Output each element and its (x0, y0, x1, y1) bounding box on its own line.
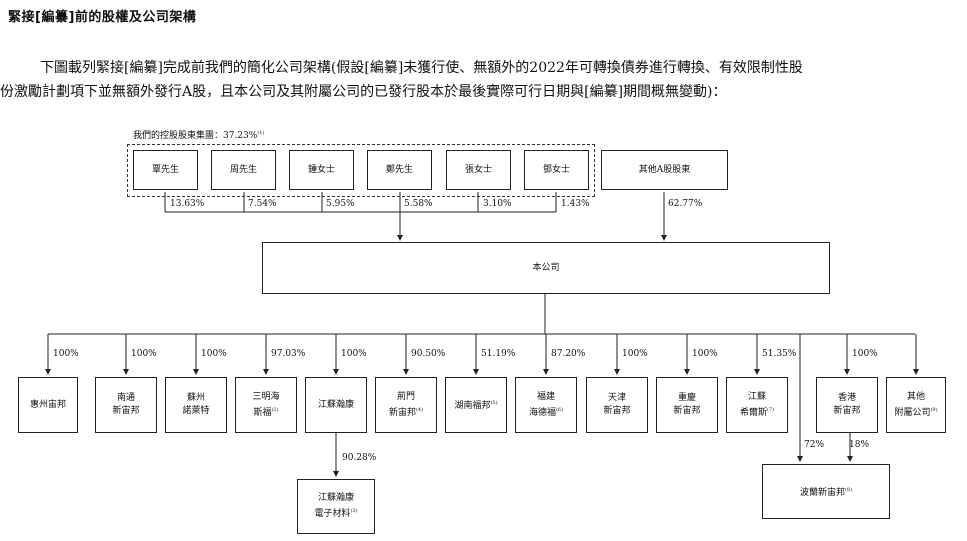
shareholder-pct: 5.95% (326, 199, 355, 209)
subsidiary-box: 湖南福邦(5) (445, 377, 507, 433)
subsidiary-name: 江蘇瀚康 (317, 399, 354, 410)
subsidiary-box: 江蘇瀚康 (305, 377, 367, 433)
intro-line-2: 份激勵計劃項下並無額外發行A股，且本公司及其附屬公司的已發行股本於最後實際可行日… (0, 84, 727, 100)
subsidiary-pct: 51.19% (481, 349, 516, 359)
subsidiary-box: 其他附屬公司(9) (886, 377, 946, 433)
subsidiary-pct: 90.50% (411, 349, 446, 359)
shareholder-pct: 5.58% (404, 199, 433, 209)
subsidiary-pct: 51.35% (762, 349, 797, 359)
section-heading: 緊接[編纂]前的股權及公司架構 (8, 10, 197, 25)
subsidiary-pct: 97.03% (271, 349, 306, 359)
subsidiary-box: 荊門新宙邦(4) (375, 377, 437, 433)
other-a-shareholders-box: 其他A股股東 (601, 150, 728, 190)
controlling-group-box (127, 144, 595, 197)
subsidiary-box: 重慶新宙邦 (656, 377, 718, 433)
poland-pct-company: 72% (804, 440, 825, 450)
shareholder-box: 鍾女士 (289, 150, 354, 190)
subsidiary-box: 江蘇希爾斯(7) (726, 377, 788, 433)
subsidiary-name: 三明海斯福 (252, 391, 280, 418)
shareholder-pct: 13.63% (170, 199, 205, 209)
subsidiary-electronic-materials: 江蘇瀚康電子材料(3) (297, 479, 375, 534)
company-box: 本公司 (262, 242, 830, 294)
subsidiary-name: 蘇州諾萊特 (182, 393, 210, 416)
subsidiary-box: 三明海斯福(2) (235, 377, 297, 433)
poland-name: 波蘭新宙邦 (799, 487, 845, 498)
subsidiary-name: 湖南福邦 (454, 401, 491, 411)
subsidiary-pct: 100% (131, 349, 157, 359)
subsidiary-name: 天津新宙邦 (603, 393, 631, 416)
subsidiary-box: 福建海德福(6) (515, 377, 577, 433)
subsidiary-name: 香港新宙邦 (833, 393, 861, 416)
subsidiary-name: 荊門新宙邦 (388, 391, 416, 418)
subsidiary-pct: 87.20% (551, 349, 586, 359)
shareholder-pct: 7.54% (248, 199, 277, 209)
shareholder-box: 周先生 (211, 150, 276, 190)
electronic-materials-pct: 90.28% (342, 453, 377, 463)
subsidiary-pct: 100% (852, 349, 878, 359)
subsidiary-pct: 100% (692, 349, 718, 359)
subsidiary-note: (5) (490, 400, 498, 406)
subsidiary-name: 江蘇希爾斯 (739, 391, 767, 418)
electronic-materials-name: 江蘇瀚康電子材料 (314, 493, 354, 519)
shareholder-box: 鄭先生 (367, 150, 432, 190)
subsidiary-box: 南通新宙邦 (95, 377, 157, 433)
other-a-shareholders-pct: 62.77% (668, 199, 703, 209)
subsidiary-name: 福建海德福 (528, 391, 556, 418)
subsidiary-box: 蘇州諾萊特 (165, 377, 227, 433)
subsidiary-poland: 波蘭新宙邦(8) (762, 464, 890, 519)
intro-line-1: 下圖載列緊接[編纂]完成前我們的簡化公司架構(假設[編纂]未獲行使、無額外的20… (40, 60, 803, 76)
shareholder-box: 張女士 (446, 150, 511, 190)
subsidiary-note: (2) (271, 406, 279, 413)
poland-pct-hk: 18% (849, 440, 870, 450)
shareholder-box: 覃先生 (133, 150, 198, 190)
controlling-group-label: 我們的控股股東集團：37.23%(1) (133, 130, 265, 141)
subsidiary-pct: 100% (622, 349, 648, 359)
subsidiary-box: 天津新宙邦 (586, 377, 648, 433)
subsidiary-box: 香港新宙邦 (816, 377, 878, 433)
subsidiary-name: 南通新宙邦 (112, 393, 140, 416)
subsidiary-pct: 100% (53, 349, 79, 359)
subsidiary-name: 其他附屬公司 (894, 391, 931, 418)
subsidiary-name: 惠州宙邦 (29, 399, 66, 410)
subsidiary-box: 惠州宙邦 (18, 377, 78, 433)
shareholder-pct: 1.43% (561, 199, 590, 209)
subsidiary-note: (9) (930, 406, 938, 413)
subsidiary-name: 重慶新宙邦 (673, 393, 701, 416)
shareholder-pct: 3.10% (483, 199, 512, 209)
subsidiary-note: (4) (415, 406, 424, 413)
intro-paragraph: 下圖載列緊接[編纂]完成前我們的簡化公司架構(假設[編纂]未獲行使、無額外的20… (0, 56, 967, 104)
subsidiary-note: (7) (766, 406, 775, 413)
subsidiary-pct: 100% (341, 349, 367, 359)
subsidiary-pct: 100% (201, 349, 227, 359)
subsidiary-note: (6) (555, 406, 564, 413)
shareholder-box: 鄧女士 (524, 150, 589, 190)
